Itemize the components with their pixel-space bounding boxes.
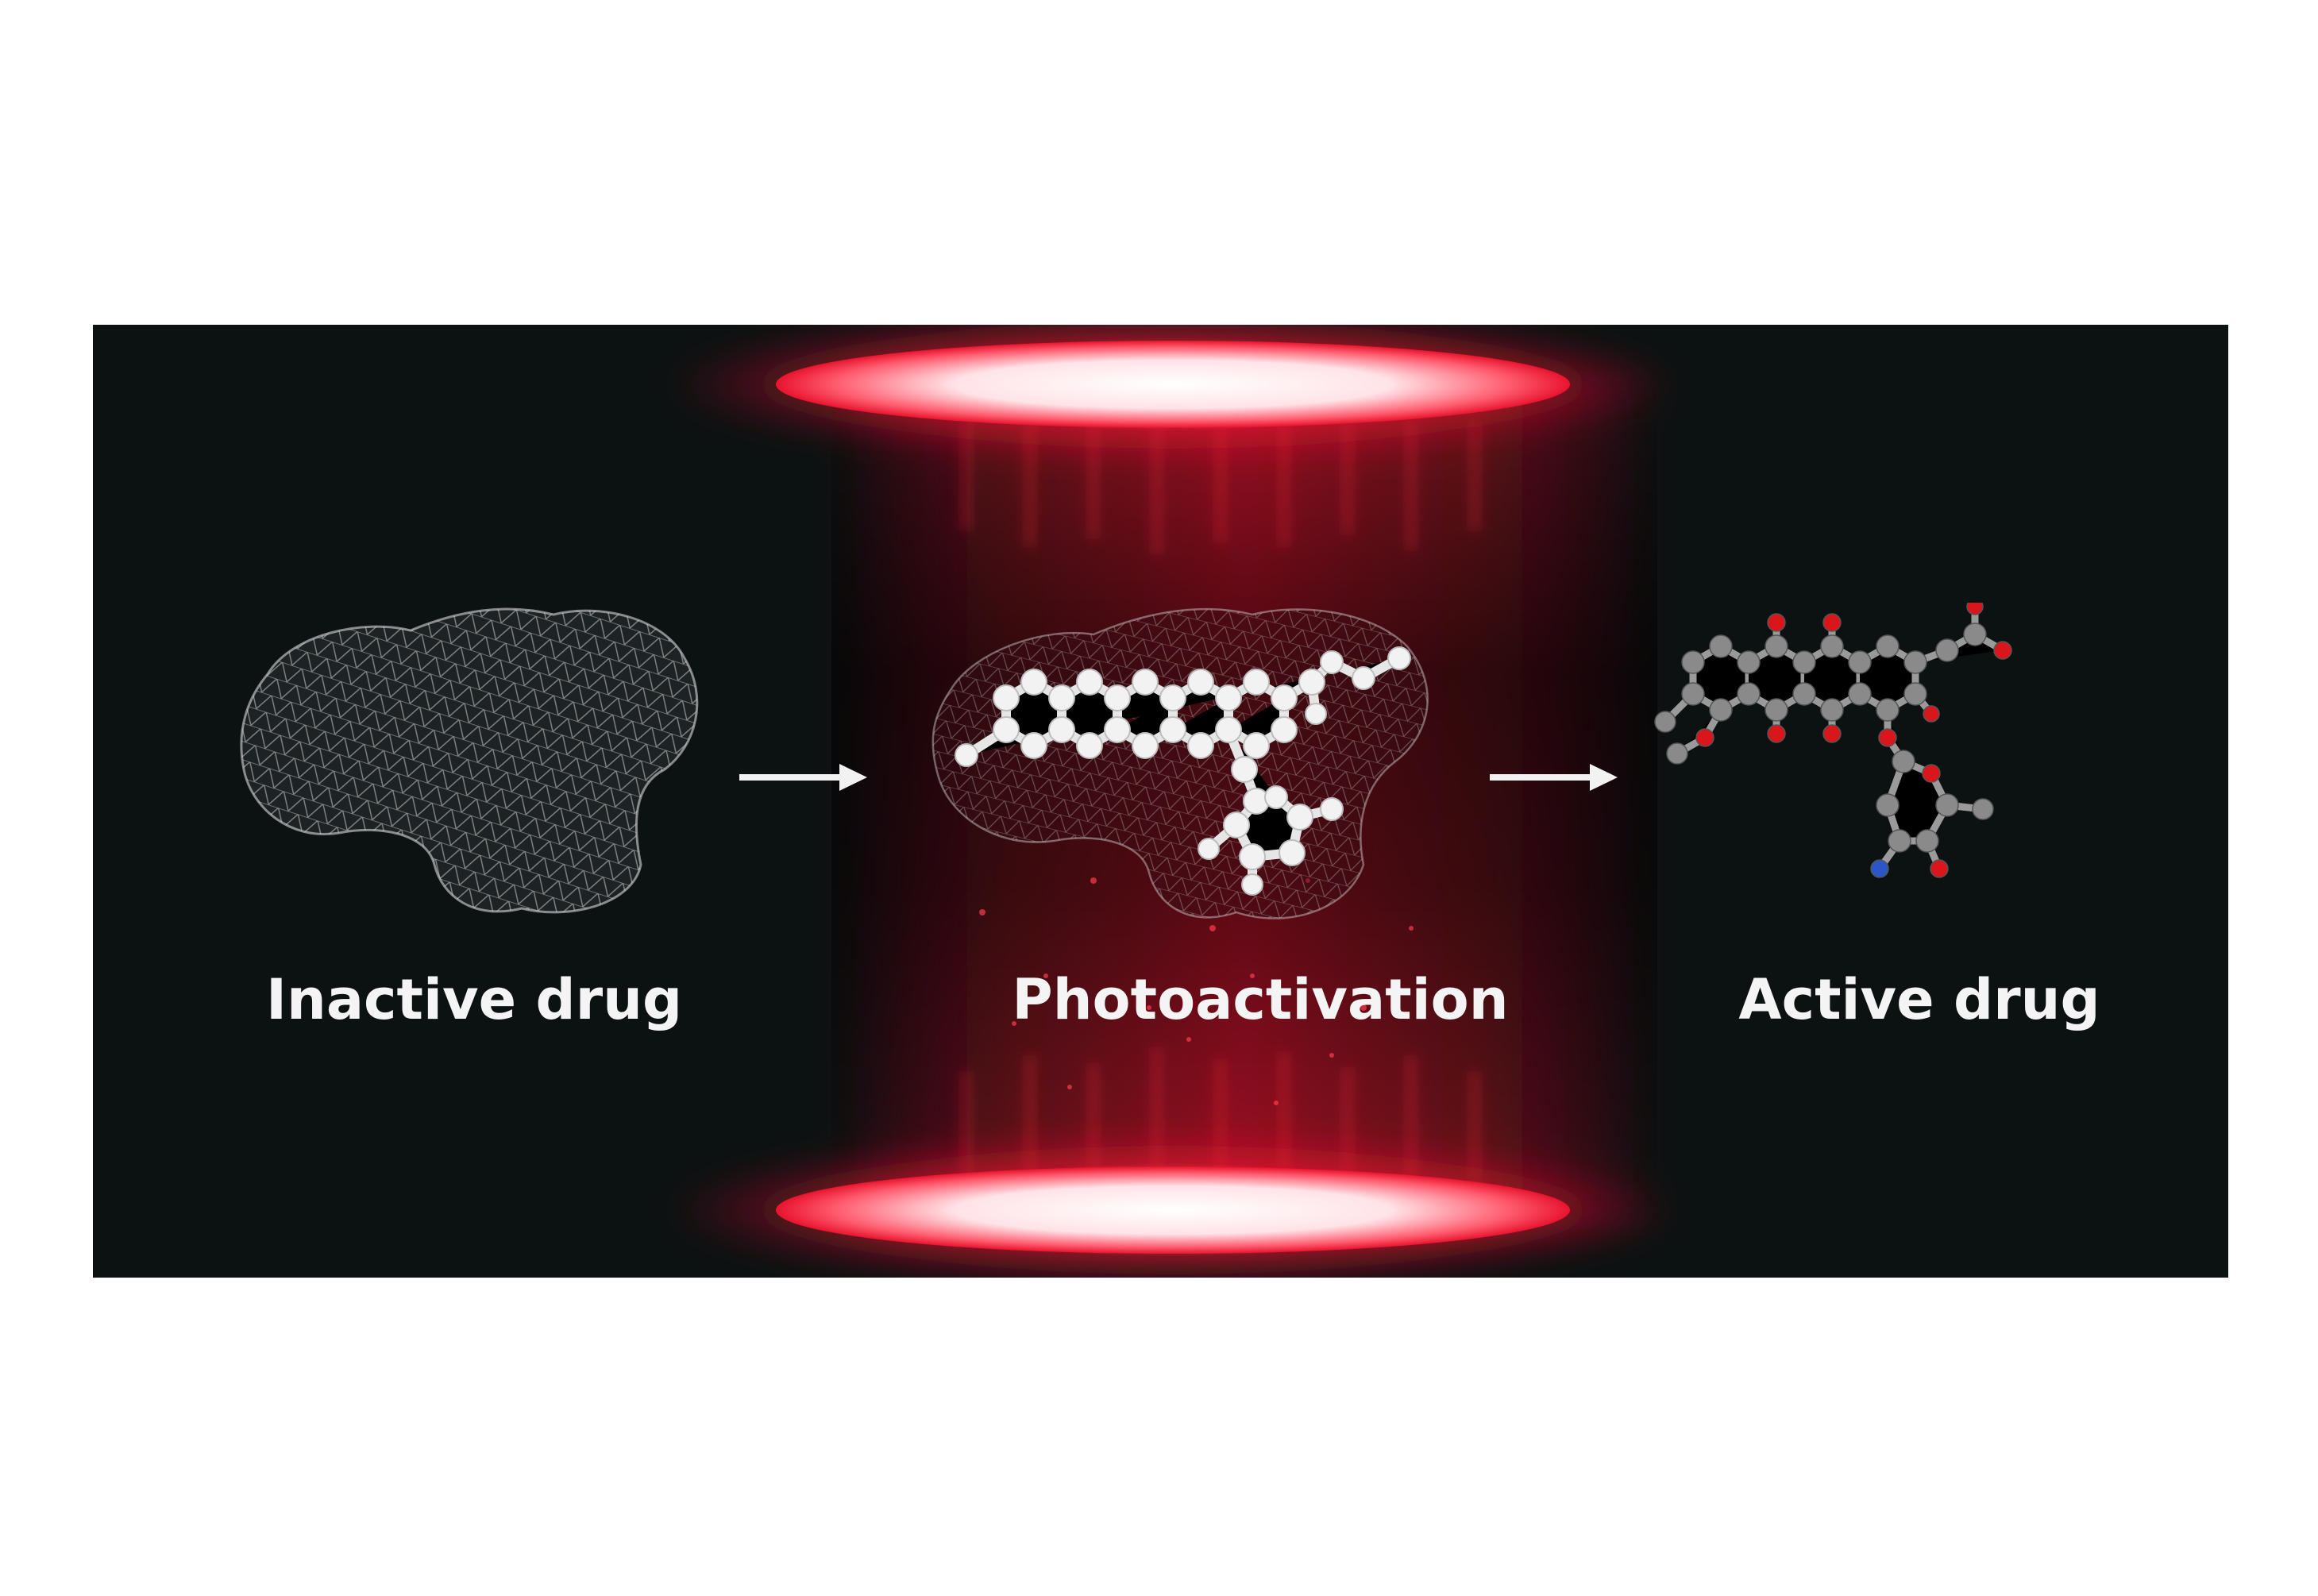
stage-label-photoactivation: Photoactivation bbox=[1012, 967, 1509, 1032]
diagram-panel: Inactive drug Photoactivation Active dru… bbox=[93, 325, 2228, 1278]
bottom-light-disc bbox=[776, 1166, 1570, 1254]
ball-and-stick-molecule-icon bbox=[1654, 603, 2012, 878]
stage-label-active-drug: Active drug bbox=[1738, 967, 2100, 1032]
top-light-disc bbox=[776, 341, 1570, 428]
stage-label-inactive-drug: Inactive drug bbox=[265, 967, 683, 1032]
molecule-in-surface-icon bbox=[931, 607, 1429, 919]
arrow-right-icon bbox=[1490, 764, 1618, 791]
arrow-right-icon bbox=[739, 764, 867, 791]
wireframe-surface-icon bbox=[240, 607, 699, 914]
